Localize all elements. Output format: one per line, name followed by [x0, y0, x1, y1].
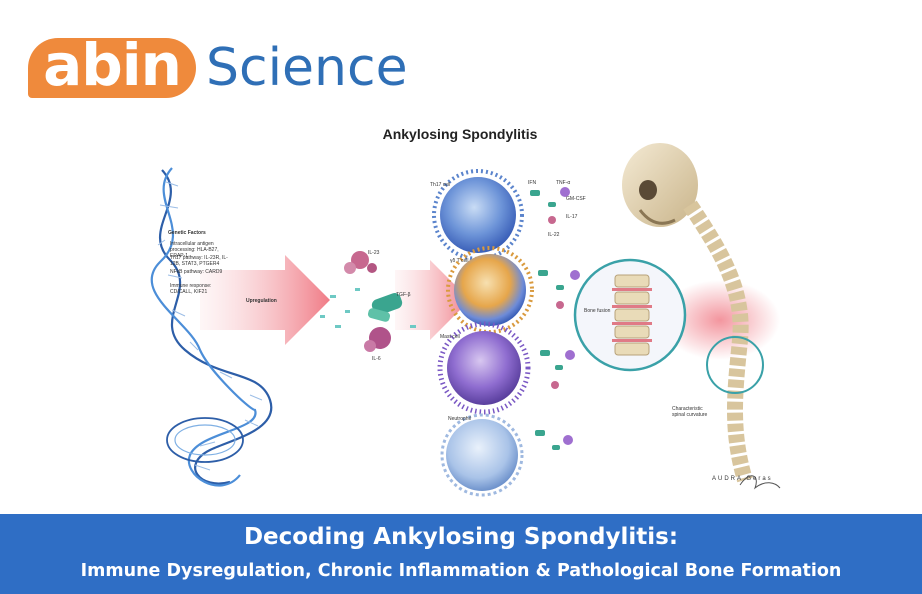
abin-science-logo: abin Science	[28, 36, 408, 98]
cytokine-cluster	[320, 251, 416, 352]
bone-fusion-label: Bone fusion	[584, 308, 611, 314]
genetic-factor-3: NFkB pathway: CARD9	[170, 269, 223, 275]
cytokine-il17-label: IL-17	[566, 214, 578, 220]
inflammation-arrow	[395, 260, 470, 340]
cytokine-il23-label: IL-23	[368, 250, 380, 256]
figure-title: Ankylosing Spondylitis	[382, 126, 538, 142]
logo-abin-mark: abin	[28, 36, 196, 98]
upregulation-label: Upregulation	[246, 298, 277, 304]
upregulation-arrow	[200, 255, 330, 345]
spine-illustration	[573, 143, 764, 483]
cell-neutrophil-label: Neutrophil	[448, 416, 471, 422]
cell-gd-t-label: γδ T cell	[450, 258, 469, 264]
immune-cells	[432, 169, 534, 497]
cell-th17-label: Th17 cell	[430, 182, 451, 188]
cytokine-il22-label: IL-22	[548, 232, 560, 238]
ankylosing-spondylitis-illustration: Ankylosing Spondylitis	[0, 110, 922, 514]
released-cytokines	[530, 187, 580, 450]
dna-helix	[150, 167, 273, 487]
cell-mast-label: Mast cell	[440, 334, 460, 340]
banner-subtitle: Immune Dysregulation, Chronic Inflammati…	[80, 561, 842, 581]
genetic-factor-4: Immune response: CD/CALL, KIF21	[170, 283, 212, 295]
genetic-factor-2: Th17 pathway: IL-23R, IL-12B, STAT3, PTG…	[170, 255, 228, 267]
cytokine-gmcsf-label: GM-CSF	[566, 196, 586, 202]
title-banner: Decoding Ankylosing Spondylitis: Immune …	[0, 514, 922, 594]
spinal-curvature-label: Characteristic spinal curvature	[672, 406, 708, 418]
cytokine-il6-label: IL-6	[372, 356, 381, 362]
cytokine-tnfa-label: TNF-α	[556, 180, 571, 186]
illustration-artwork	[150, 143, 781, 497]
genetic-factor-1: Intracellular antigen processing: HLA-B2…	[170, 241, 219, 259]
cytokine-tgfb-label: TGF-β	[396, 292, 411, 298]
logo-science-wordmark: Science	[206, 38, 408, 98]
genetic-factors-heading: Genetic Factors	[168, 230, 206, 236]
cytokine-ifn-label: IFN	[528, 180, 537, 186]
banner-title: Decoding Ankylosing Spondylitis:	[243, 524, 679, 550]
artist-signature: AUDRA Geras	[712, 476, 773, 482]
